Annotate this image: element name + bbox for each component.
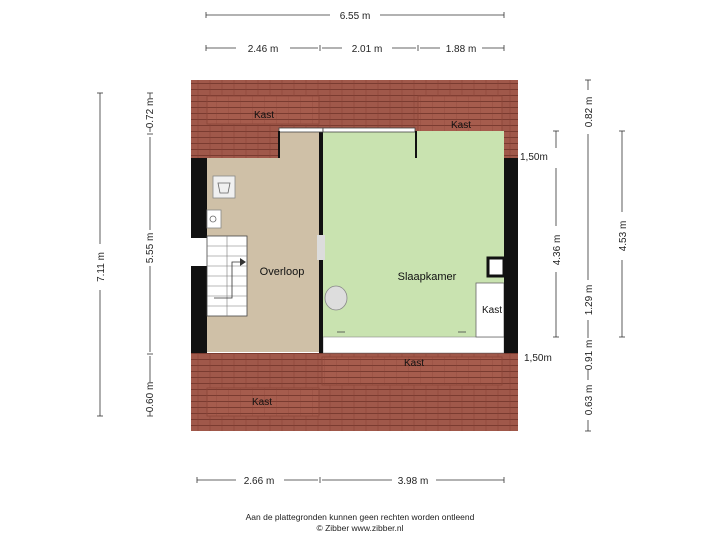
wall-left-opening: [191, 238, 207, 266]
slaapkamer-label: Slaapkamer: [398, 271, 457, 283]
disclaimer-text: Aan de plattegronden kunnen geen rechten…: [245, 512, 475, 522]
wall-top-landing: [278, 127, 324, 133]
dim-top-seg-2: 2.01 m: [352, 44, 383, 55]
dim-right-outer-text: 4.53 m: [618, 221, 629, 252]
overloop-label: Overloop: [260, 266, 305, 278]
kast-top-left-area: [206, 95, 320, 125]
dim-bottom-seg-2: 3.98 m: [398, 476, 429, 487]
wall-right: [504, 158, 518, 353]
copyright-text: © Zibber www.zibber.nl: [316, 523, 404, 533]
dim-left-inner: 0.72 m 5.55 m 0.60 m: [145, 92, 156, 417]
height-label-top: 1,50m: [520, 152, 548, 163]
dim-right-inner-1-29: 1.29 m: [584, 285, 595, 316]
dim-right-outer: 4.53 m: [618, 130, 629, 338]
staircase-arrow: [214, 261, 240, 299]
bedroom-bottom-strip: [322, 336, 505, 354]
dim-top-seg-3: 1.88 m: [446, 44, 477, 55]
dim-right-inner-0-63: 0.63 m: [584, 385, 595, 416]
staircase-arrowhead: [240, 258, 246, 266]
height-label-bottom: 1,50m: [524, 353, 552, 364]
side-closet: [475, 282, 505, 338]
dim-right-inner: 4.36 m 0.82 m 1.29 m 0.91 m 0.63 m: [552, 79, 595, 432]
dim-top-total: 6.55 m: [205, 11, 505, 22]
staircase-treads: [207, 236, 247, 316]
washing-machine-glyph: [217, 182, 231, 194]
dim-bottom-segments: 2.66 m 3.98 m: [196, 476, 505, 487]
dim-left-outer: 7.11 m: [96, 92, 107, 417]
dim-top-total-text: 6.55 m: [340, 11, 371, 22]
dim-top-segments: 2.46 m 2.01 m 1.88 m: [205, 44, 505, 55]
kast-bottom-mid-label: Kast: [404, 358, 424, 369]
kast-top-right-label: Kast: [451, 120, 471, 131]
washing-machine: [212, 175, 236, 199]
dim-left-inner-3: 0.60 m: [145, 382, 156, 413]
bedroom-sink: [324, 285, 348, 311]
dim-right-inner-0-91: 0.91 m: [584, 340, 595, 371]
dim-right-inner-4-36: 4.36 m: [552, 235, 563, 266]
kast-top-left-label: Kast: [254, 110, 274, 121]
kast-bottom-left-label: Kast: [252, 397, 272, 408]
sink-basin: [209, 215, 217, 223]
dim-left-inner-1: 0.72 m: [145, 98, 156, 129]
chimney-block: [486, 256, 506, 278]
sink: [206, 209, 222, 229]
dim-bottom-seg-1: 2.66 m: [244, 476, 275, 487]
dim-right-inner-0-82: 0.82 m: [584, 97, 595, 128]
dim-left-inner-2: 5.55 m: [145, 233, 156, 264]
dim-top-seg-1: 2.46 m: [248, 44, 279, 55]
bedroom-floor: [323, 131, 504, 337]
wall-top-bedroom: [322, 127, 416, 133]
dim-left-outer-text: 7.11 m: [96, 252, 107, 282]
kast-bottom-left-area: [206, 387, 320, 417]
kast-side-label: Kast: [482, 305, 502, 316]
kast-bottom-mid-area: [321, 356, 503, 386]
wall-divider-door: [317, 235, 325, 260]
